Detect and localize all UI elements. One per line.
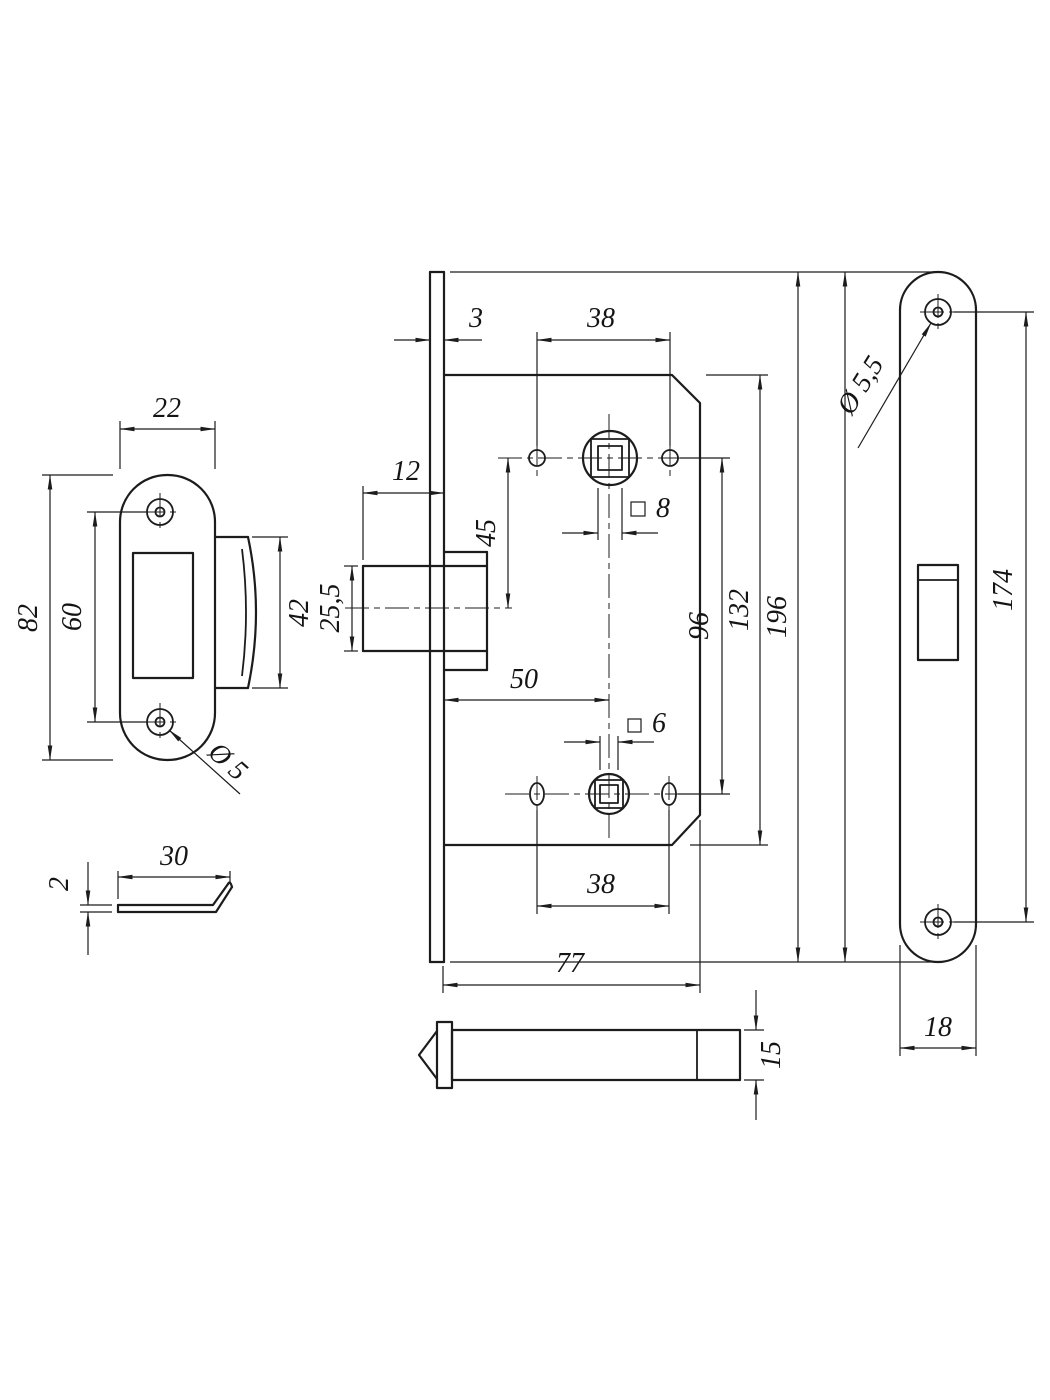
dim-label: 96 (684, 612, 715, 640)
strike-lip-outer-curve (246, 535, 258, 690)
dim-case-height: 132 (690, 374, 768, 846)
dim-label: 45 (471, 519, 502, 547)
square-section-symbol (627, 718, 642, 733)
lock-body-view: 3 38 12 45 8 (315, 270, 934, 993)
dim-latch-body-height: 15 (744, 990, 787, 1120)
dim-case-width: 77 (442, 820, 701, 993)
dim-label: Ø 5,5 (831, 351, 891, 421)
dim-strike-hole-diameter: Ø 5 (168, 729, 253, 795)
dim-faceplate-hole-spacing: 174 (954, 311, 1034, 923)
dim-label: 12 (392, 456, 420, 487)
dim-faceplate-width: 18 (899, 945, 977, 1056)
strike-cutout (131, 551, 195, 680)
latch-body (450, 1028, 742, 1082)
dim-label: 25,5 (315, 584, 346, 633)
dim-label: 132 (724, 589, 755, 631)
lock-case-outline (442, 373, 702, 847)
dim-strike-lip-height: 42 (252, 536, 315, 689)
dim-strike-height: 82 (13, 474, 113, 761)
dim-strike-hole-spacing: 60 (57, 511, 146, 723)
dim-label: 2 (44, 877, 75, 891)
faceplate-front-view: Ø 5,5 174 18 (831, 270, 1034, 1056)
dim-bracket-length: 30 (117, 841, 231, 899)
dim-label: 42 (284, 599, 315, 627)
dim-label: 8 (656, 493, 670, 524)
dim-label: 18 (924, 1012, 952, 1043)
dim-bracket-thickness: 2 (44, 862, 112, 955)
dim-label: 82 (13, 604, 44, 632)
dim-latch-height: 25,5 (315, 565, 358, 652)
strike-lip-bend-curve (241, 548, 247, 677)
bracket-view: 30 2 (44, 841, 234, 955)
latch-tip (417, 1029, 439, 1081)
dim-bottom-hole-spacing: 38 (536, 810, 670, 914)
dim-label: 6 (652, 708, 666, 739)
dim-bottom-square: 6 (564, 708, 666, 770)
dim-latch-projection: 12 (362, 456, 445, 560)
dim-label: 38 (586, 303, 615, 334)
dim-faceplate-thickness: 3 (394, 303, 483, 343)
dim-label: 22 (153, 393, 181, 424)
dim-label: 77 (556, 948, 585, 979)
latch-side-view: 15 (417, 990, 787, 1120)
strike-plate-view: 22 82 60 42 Ø 5 (13, 393, 315, 795)
dim-label: 196 (762, 596, 793, 638)
dim-label: 3 (468, 303, 483, 334)
dim-strike-width: 22 (119, 393, 216, 469)
dim-latch-to-spindle: 45 (471, 457, 511, 609)
dim-faceplate-hole-diameter: Ø 5,5 (831, 322, 932, 449)
dim-label: 30 (159, 841, 188, 872)
dim-label: 38 (586, 869, 615, 900)
dim-spindle-spacing: 96 (678, 457, 730, 795)
faceplate-latch-cutout (916, 563, 960, 662)
dim-label: 174 (988, 569, 1019, 611)
dim-label: 50 (510, 664, 538, 695)
faceplate-outline (898, 270, 978, 964)
dim-top-hole-spacing: 38 (536, 303, 671, 446)
dim-label: Ø 5 (201, 736, 253, 787)
dim-top-square: 8 (562, 488, 670, 540)
square-section-symbol (630, 501, 646, 517)
dim-faceplate-height: 196 (450, 271, 934, 963)
bracket-bottom-edge (116, 885, 234, 914)
dim-backset: 50 (443, 664, 610, 703)
dim-label: 60 (57, 603, 88, 631)
strike-plate-outline (118, 473, 217, 762)
bracket-top-edge (116, 882, 230, 907)
dim-label: 15 (756, 1041, 787, 1069)
latch-faceplate-section (435, 1020, 454, 1090)
